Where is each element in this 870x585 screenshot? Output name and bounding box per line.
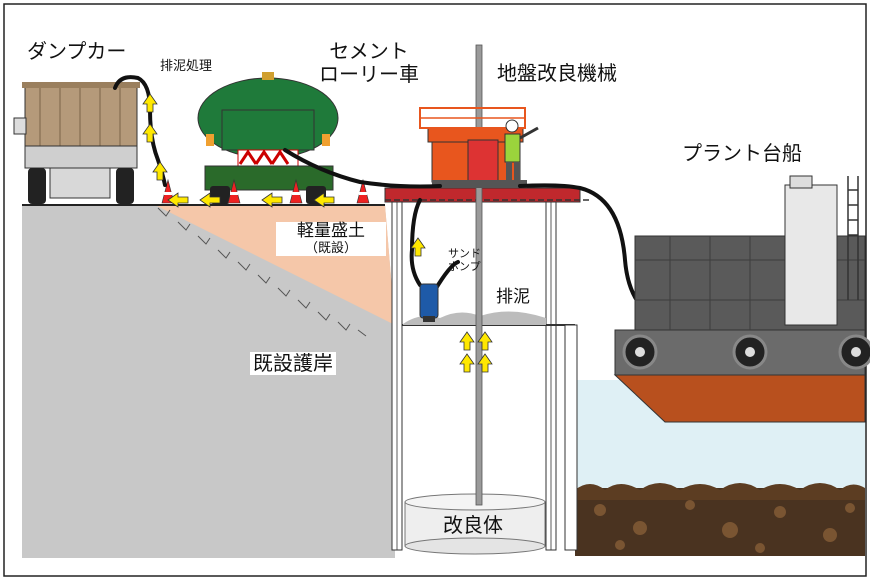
label-sand-pump-line1: サンド <box>448 247 481 260</box>
cement-lorry <box>197 72 339 204</box>
label-mud-treatment: 排泥処理 <box>160 59 213 74</box>
label-cement-lorry-line1: セメント <box>329 39 409 63</box>
flow-arrows <box>142 93 493 373</box>
auger-rod <box>475 44 483 506</box>
label-light-fill: 軽量盛土 （既設） <box>276 221 386 257</box>
label-cement-lorry-line2: ローリー車 <box>319 62 419 86</box>
label-improved-body: 改良体 <box>443 513 503 537</box>
label-mud-discharge: 排泥 <box>496 287 530 307</box>
traffic-cones <box>161 178 370 204</box>
mud-layer <box>403 311 546 325</box>
label-light-fill-note: （既設） <box>304 240 357 256</box>
label-ground-machine: 地盤改良機械 <box>497 61 617 85</box>
label-dump-truck: ダンプカー <box>27 39 127 63</box>
label-light-fill-main: 軽量盛土 <box>297 221 365 241</box>
slope-hatching <box>157 207 367 337</box>
label-plant-barge: プラント台船 <box>682 141 802 165</box>
seabed <box>575 483 865 556</box>
existing-revetment-ground <box>22 205 395 558</box>
label-sand-pump: サンド ポンプ <box>448 247 481 273</box>
ground-improvement-machine <box>419 107 539 188</box>
improved-body <box>404 493 546 555</box>
plant-barge <box>613 175 870 423</box>
label-existing-revetment: 既設護岸 <box>250 352 336 375</box>
label-sand-pump-line2: ポンプ <box>448 259 481 273</box>
sand-pump <box>419 283 439 322</box>
label-cement-lorry: セメント ローリー車 <box>300 40 438 86</box>
dump-truck <box>13 82 140 204</box>
